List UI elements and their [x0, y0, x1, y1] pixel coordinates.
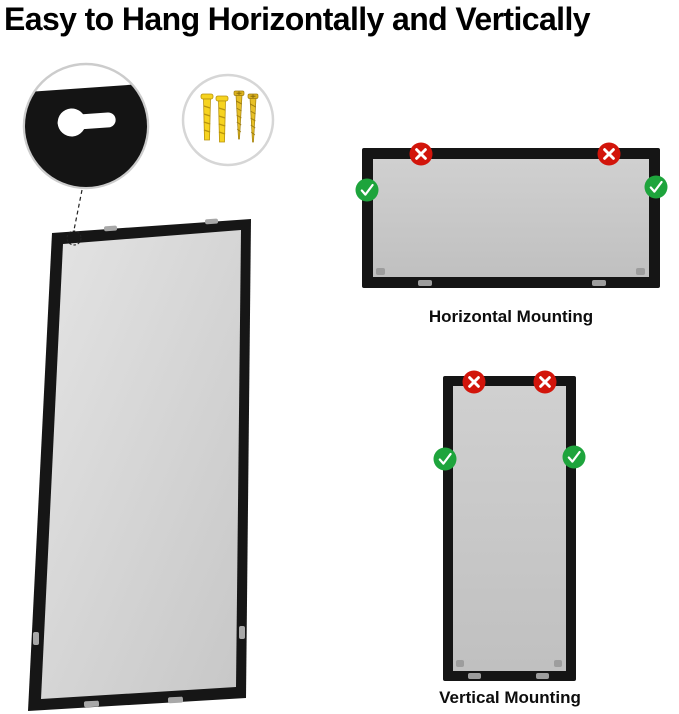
- mounting-clip: [636, 268, 645, 275]
- mounting-clip: [536, 673, 549, 679]
- mounting-clip: [418, 280, 432, 286]
- cross-icon: [532, 369, 558, 395]
- mounting-clip: [205, 218, 219, 225]
- mounting-clip: [33, 632, 39, 645]
- mounting-clip: [554, 660, 562, 667]
- mounting-clip: [83, 700, 100, 708]
- horizontal-mount-surface: [373, 159, 649, 277]
- vertical-mounting-label: Vertical Mounting: [439, 688, 581, 707]
- vertical-mount-diagram: [432, 369, 587, 681]
- vertical-mount-surface: [453, 386, 566, 671]
- page-title: Easy to Hang Horizontally and Vertically: [4, 1, 591, 37]
- check-icon: [354, 177, 380, 203]
- mounting-clip: [104, 225, 118, 232]
- dashed-connector: [66, 189, 83, 246]
- mounting-clip: [592, 280, 606, 286]
- keyhole-icon: [57, 108, 116, 137]
- mounting-clip: [167, 696, 184, 704]
- cross-icon: [461, 369, 487, 395]
- mounting-clip: [376, 268, 385, 275]
- check-icon: [432, 446, 458, 472]
- check-icon: [643, 174, 669, 200]
- mirror-panel: [28, 218, 251, 711]
- mirror-surface: [41, 230, 241, 699]
- cross-icon: [596, 141, 622, 167]
- check-icon: [561, 444, 587, 470]
- hardware-callout: [181, 73, 275, 167]
- horizontal-mounting-label: Horizontal Mounting: [428, 307, 594, 326]
- mounting-clip: [456, 660, 464, 667]
- keyhole-callout: [22, 62, 150, 190]
- mounting-clip: [239, 626, 245, 639]
- cross-icon: [408, 141, 434, 167]
- mounting-clip: [468, 673, 481, 679]
- horizontal-mount-diagram: [354, 141, 669, 288]
